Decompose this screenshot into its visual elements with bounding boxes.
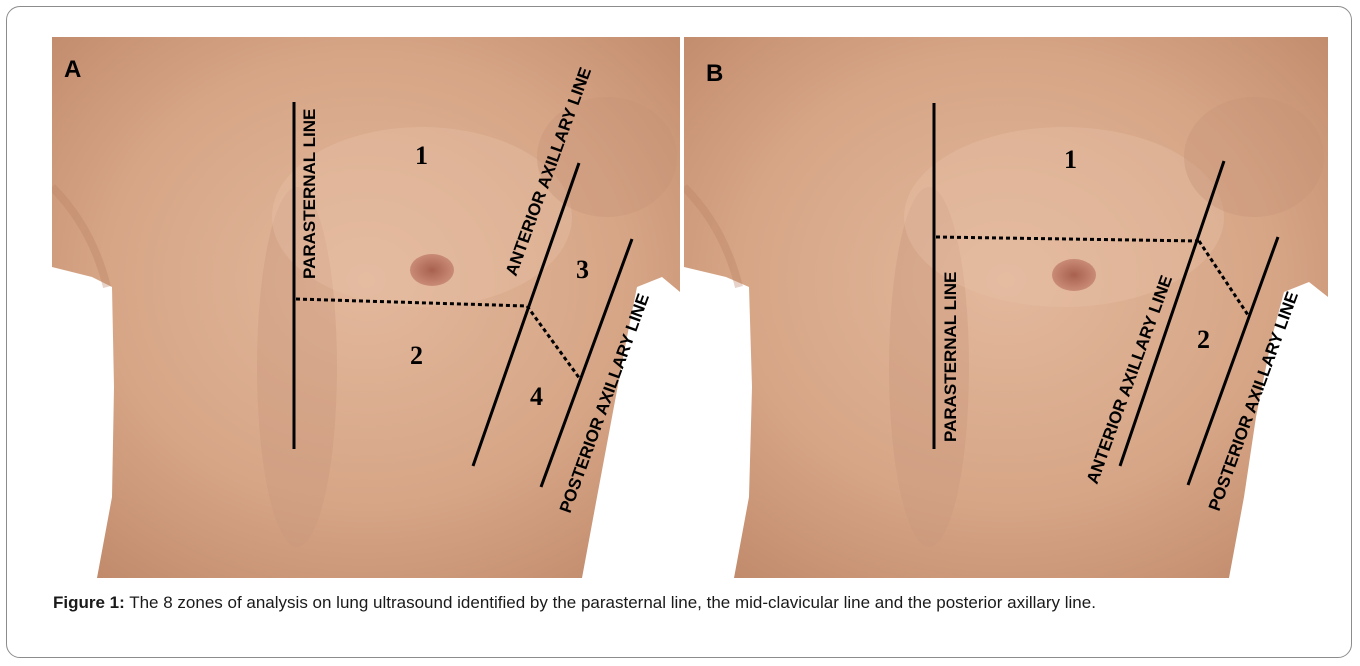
nipple: [1052, 259, 1096, 291]
zone-label: 4: [530, 382, 543, 411]
zone-label: 1: [415, 141, 428, 170]
parasternal-label: PARASTERNAL LINE: [941, 272, 960, 442]
panel-a-image: A PARASTERNAL LINE ANTERIOR AXILLARY LIN…: [52, 37, 680, 578]
panel-b: B PARASTERNAL LINE ANTERIOR AXILLARY LIN…: [684, 37, 1328, 578]
panel-label: A: [64, 56, 81, 83]
caption-text: The 8 zones of analysis on lung ultrasou…: [125, 593, 1096, 612]
panel-a: A PARASTERNAL LINE ANTERIOR AXILLARY LIN…: [52, 37, 680, 578]
zone-label: 2: [410, 341, 423, 370]
panel-label: B: [706, 60, 723, 87]
panel-b-image: B PARASTERNAL LINE ANTERIOR AXILLARY LIN…: [684, 37, 1328, 578]
zone-label: 3: [576, 255, 589, 284]
figure-caption: Figure 1: The 8 zones of analysis on lun…: [53, 590, 1313, 615]
zone-label: 1: [1064, 145, 1077, 174]
zone-label: 2: [1197, 325, 1210, 354]
nipple: [410, 254, 454, 286]
caption-label: Figure 1:: [53, 593, 125, 612]
parasternal-label: PARASTERNAL LINE: [300, 109, 319, 279]
